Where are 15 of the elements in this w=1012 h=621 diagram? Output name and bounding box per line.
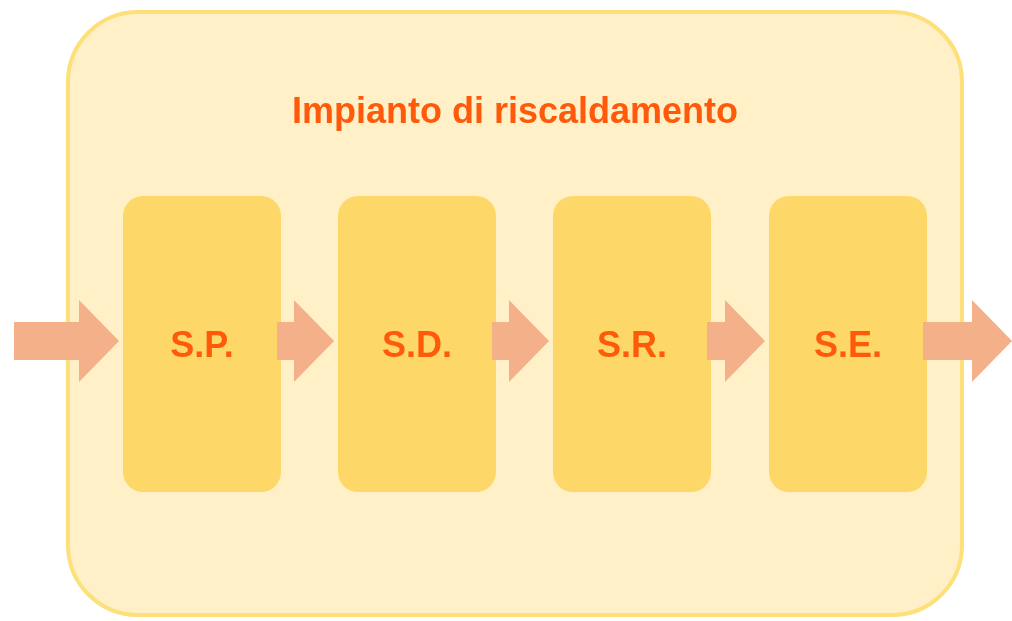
block-arrow — [14, 300, 119, 382]
block-arrow — [492, 300, 549, 382]
subsystem-label: S.P. — [169, 324, 235, 366]
block-arrow — [923, 300, 1012, 382]
subsystem-box — [769, 196, 927, 492]
system-panel — [66, 10, 964, 617]
subsystem-box — [123, 196, 281, 492]
panel-title: Impianto di riscaldamento — [291, 90, 739, 131]
block-arrow — [707, 300, 765, 382]
subsystem-label: S.E. — [813, 324, 883, 366]
subsystem-box — [553, 196, 711, 492]
subsystem-label: S.D. — [381, 324, 453, 366]
block-arrow — [277, 300, 334, 382]
subsystem-box — [338, 196, 496, 492]
subsystem-label: S.R. — [596, 324, 668, 366]
